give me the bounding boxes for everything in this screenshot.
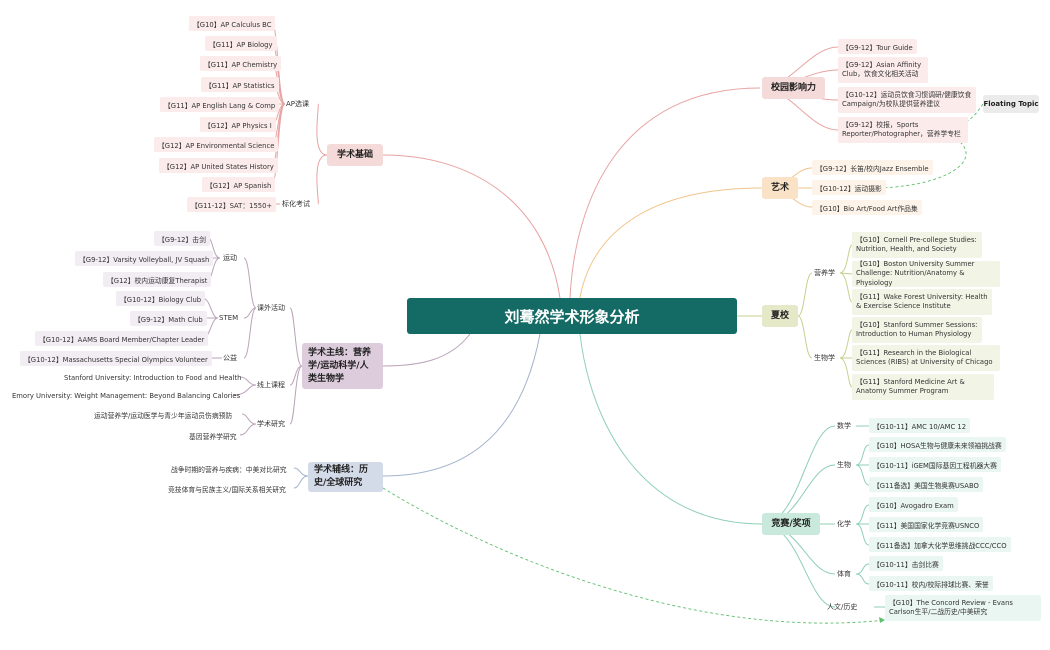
competition-item[interactable]: 【G11】美国国家化学竞赛USNCO xyxy=(869,517,984,532)
branch-art[interactable]: 艺术 xyxy=(762,177,798,199)
subtopic-extracurricular[interactable]: 课外活动 xyxy=(257,304,285,312)
subtopic-chem[interactable]: 化学 xyxy=(837,520,851,528)
subtopic-stem[interactable]: STEM xyxy=(219,314,239,322)
branch-academic-foundation[interactable]: 学术基础 xyxy=(327,144,383,166)
online-course-item[interactable]: Emory University: Weight Management: Bey… xyxy=(12,391,241,400)
research-item[interactable]: 基因营养学研究 xyxy=(189,432,237,441)
competition-item[interactable]: 【G10-11】iGEM国际基因工程机器大赛 xyxy=(869,457,1001,472)
public-service-item[interactable]: 【G10-12】Massachusetts Special Olympics V… xyxy=(20,351,212,366)
root-topic[interactable]: 刘蓦然学术形象分析 xyxy=(407,298,737,334)
ap-course-item[interactable]: 【G12】AP Physics I xyxy=(200,117,276,132)
campus-item[interactable]: 【G9-12】校报，Sports Reporter/Photographer，营… xyxy=(838,117,968,143)
summer-program-item[interactable]: 【G10】Boston University Summer Challenge:… xyxy=(852,260,1000,287)
online-course-item[interactable]: Stanford University: Introduction to Foo… xyxy=(64,373,242,382)
campus-item[interactable]: 【G9-12】Tour Guide xyxy=(838,39,917,54)
ap-course-item[interactable]: 【G12】AP Spanish xyxy=(202,177,276,192)
competition-item[interactable]: 【G10】Avogadro Exam xyxy=(869,497,958,512)
ap-course-item[interactable]: 【G11】AP Statistics xyxy=(201,77,279,92)
history-research-item[interactable]: 竞技体育与民族主义/国际关系相关研究 xyxy=(168,485,286,494)
competition-item[interactable]: 【G10-11】校内/校际排球比赛、荣誉 xyxy=(869,576,993,591)
branch-academic-secondary[interactable]: 学术辅线：历史/全球研究 xyxy=(308,462,383,492)
subtopic-humanities[interactable]: 人文/历史 xyxy=(827,603,858,611)
history-research-item[interactable]: 战争时期的营养与疾病：中美对比研究 xyxy=(171,465,287,474)
subtopic-standardized-tests[interactable]: 标化考试 xyxy=(282,200,310,208)
ap-course-item[interactable]: 【G11】AP Chemistry xyxy=(200,56,282,71)
art-item[interactable]: 【G10-12】运动摄影 xyxy=(812,180,886,195)
subtopic-public-service[interactable]: 公益 xyxy=(223,354,237,362)
competition-item[interactable]: 【G11备选】美国生物奥赛USABO xyxy=(869,477,983,492)
art-item[interactable]: 【G10】Bio Art/Food Art作品集 xyxy=(812,200,922,215)
competition-item[interactable]: 【G10-11】AMC 10/AMC 12 xyxy=(869,418,971,433)
sport-item[interactable]: 【G9-12】击剑 xyxy=(154,231,210,246)
summer-program-item[interactable]: 【G11】Research in the Biological Sciences… xyxy=(852,345,1000,371)
branch-summer-school[interactable]: 夏校 xyxy=(762,305,798,327)
summer-program-item[interactable]: 【G10】Stanford Summer Sessions: Introduct… xyxy=(852,317,982,343)
competition-item[interactable]: 【G10】The Concord Review - Evans Carlson生… xyxy=(885,595,1041,621)
subtopic-research[interactable]: 学术研究 xyxy=(257,420,285,428)
stem-item[interactable]: 【G10-12】AAMS Board Member/Chapter Leader xyxy=(35,331,209,346)
floating-topic[interactable]: Floating Topic xyxy=(983,95,1039,113)
subtopic-online-courses[interactable]: 线上课程 xyxy=(257,381,285,389)
campus-item[interactable]: 【G9-12】Asian Affinity Club，饮食文化相关活动 xyxy=(838,57,928,83)
summer-program-item[interactable]: 【G11】Stanford Medicine Art & Anatomy Sum… xyxy=(852,374,994,400)
sport-item[interactable]: 【G12】校内运动康复Therapist xyxy=(103,272,212,287)
competition-item[interactable]: 【G11备选】加拿大化学思维挑战CCC/CCO xyxy=(869,537,1011,552)
summer-program-item[interactable]: 【G11】Wake Forest University: Health & Ex… xyxy=(852,289,992,315)
subtopic-sports[interactable]: 运动 xyxy=(223,254,237,262)
competition-item[interactable]: 【G10】HOSA生物与健康未来领袖挑战赛 xyxy=(869,437,1006,452)
branch-academic-mainline[interactable]: 学术主线：营养学/运动科学/人类生物学 xyxy=(302,343,383,389)
branch-campus-influence[interactable]: 校园影响力 xyxy=(762,77,825,99)
subtopic-biology[interactable]: 生物学 xyxy=(814,354,835,362)
ap-course-item[interactable]: 【G11】AP English Lang & Comp xyxy=(160,97,280,112)
ap-course-item[interactable]: 【G10】AP Calculus BC xyxy=(189,16,276,31)
competition-item[interactable]: 【G10-11】击剑比赛 xyxy=(869,556,943,571)
sat-score-item[interactable]: 【G11-12】SAT：1550+ xyxy=(187,197,277,212)
ap-course-item[interactable]: 【G12】AP United States History xyxy=(159,158,278,173)
sport-item[interactable]: 【G9-12】Varsity Volleyball, JV Squash xyxy=(75,251,214,266)
subtopic-ap-courses[interactable]: AP选课 xyxy=(286,100,310,108)
branch-competitions[interactable]: 竞赛/奖项 xyxy=(762,513,820,535)
summer-program-item[interactable]: 【G10】Cornell Pre-college Studies: Nutrit… xyxy=(852,232,982,258)
campus-item[interactable]: 【G10-12】运动员饮食习惯调研/健康饮食Campaign/为校队提供营养建议 xyxy=(838,87,976,113)
subtopic-nutrition[interactable]: 营养学 xyxy=(814,269,835,277)
subtopic-sport[interactable]: 体育 xyxy=(837,570,851,578)
ap-course-item[interactable]: 【G12】AP Environmental Science xyxy=(154,137,279,152)
subtopic-math[interactable]: 数学 xyxy=(837,422,851,430)
stem-item[interactable]: 【G10-12】Biology Club xyxy=(116,291,206,306)
research-item[interactable]: 运动营养学/运动医学与青少年运动员伤病预防 xyxy=(94,411,233,420)
ap-course-item[interactable]: 【G11】AP Biology xyxy=(205,36,277,51)
subtopic-bio[interactable]: 生物 xyxy=(837,461,851,469)
art-item[interactable]: 【G9-12】长笛/校内Jazz Ensemble xyxy=(812,160,933,175)
stem-item[interactable]: 【G9-12】Math Club xyxy=(130,311,207,326)
